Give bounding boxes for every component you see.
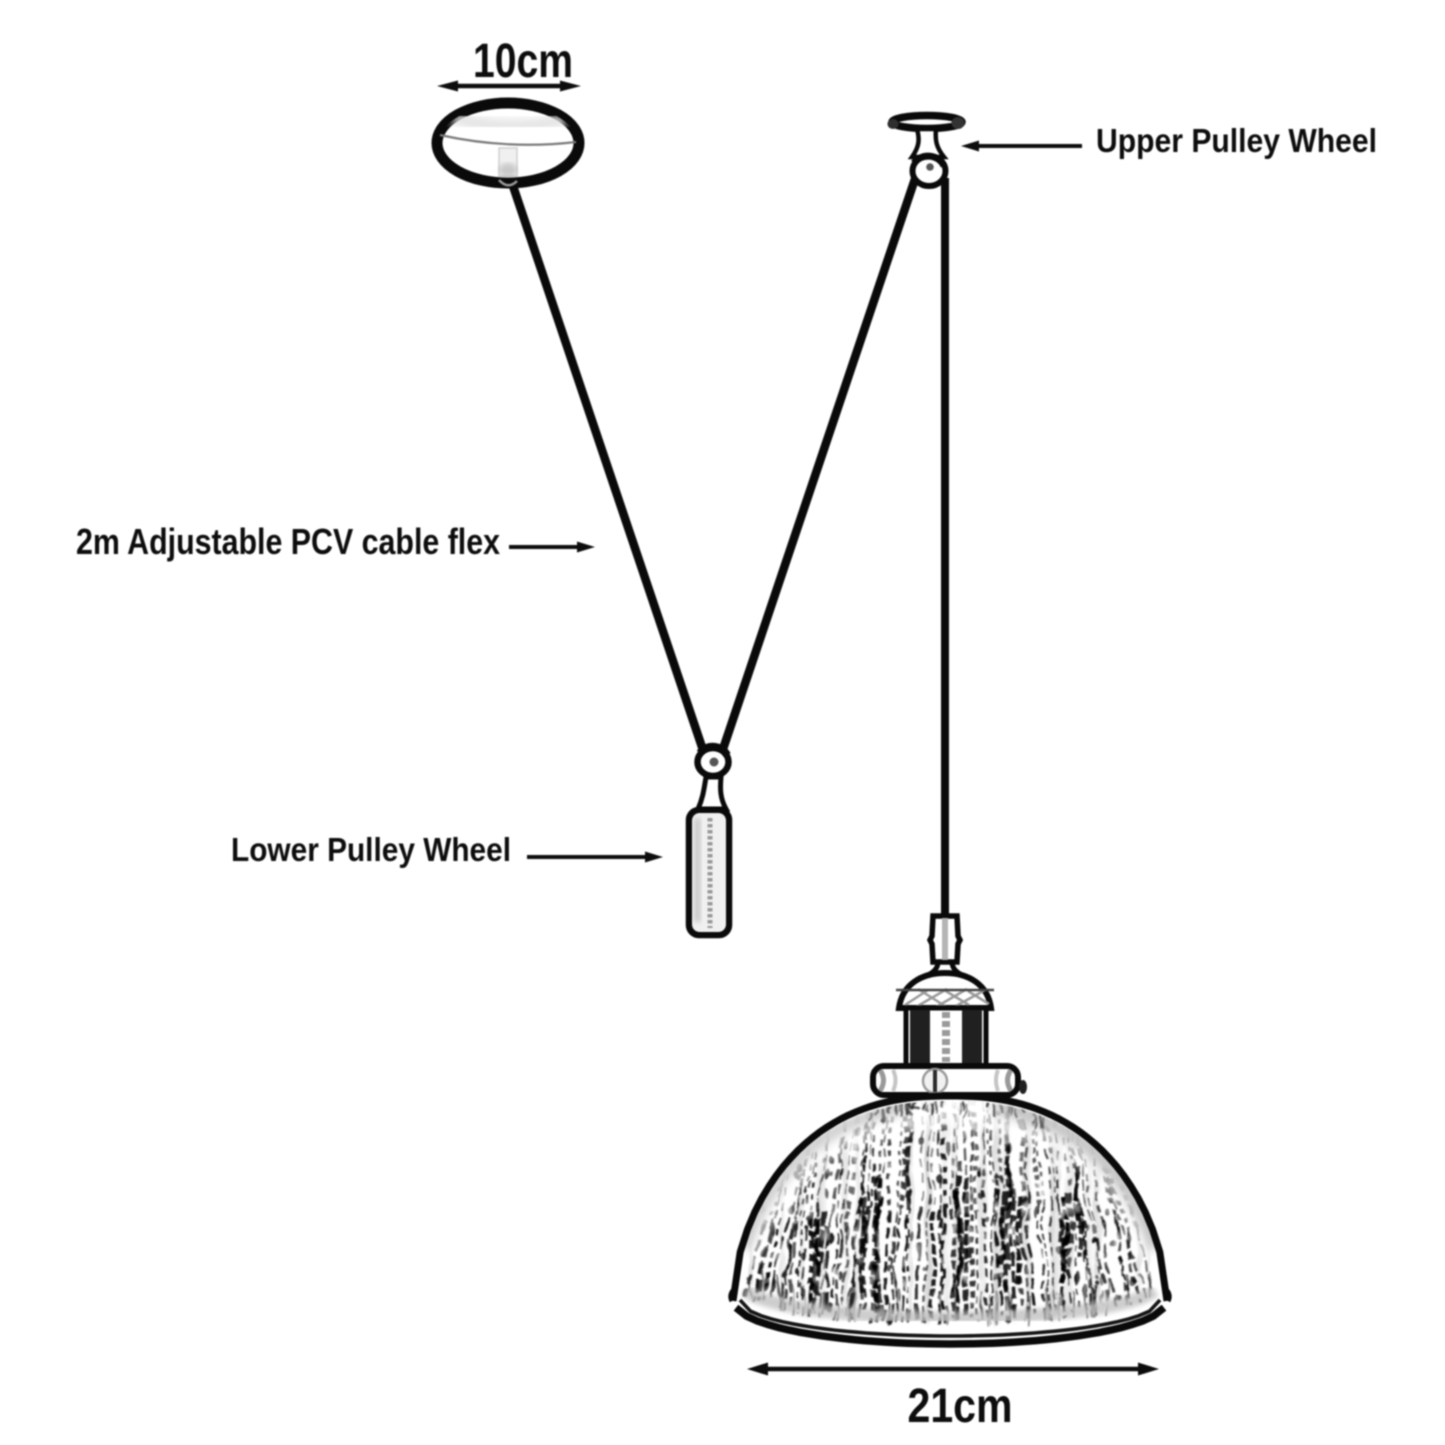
svg-text:Lower Pulley Wheel: Lower Pulley Wheel <box>231 831 511 868</box>
svg-text:10cm: 10cm <box>473 35 573 88</box>
svg-text:Upper Pulley Wheel: Upper Pulley Wheel <box>1096 122 1377 159</box>
svg-text:21cm: 21cm <box>908 1380 1013 1433</box>
svg-text:2m Adjustable PCV cable flex: 2m Adjustable PCV cable flex <box>76 521 500 562</box>
